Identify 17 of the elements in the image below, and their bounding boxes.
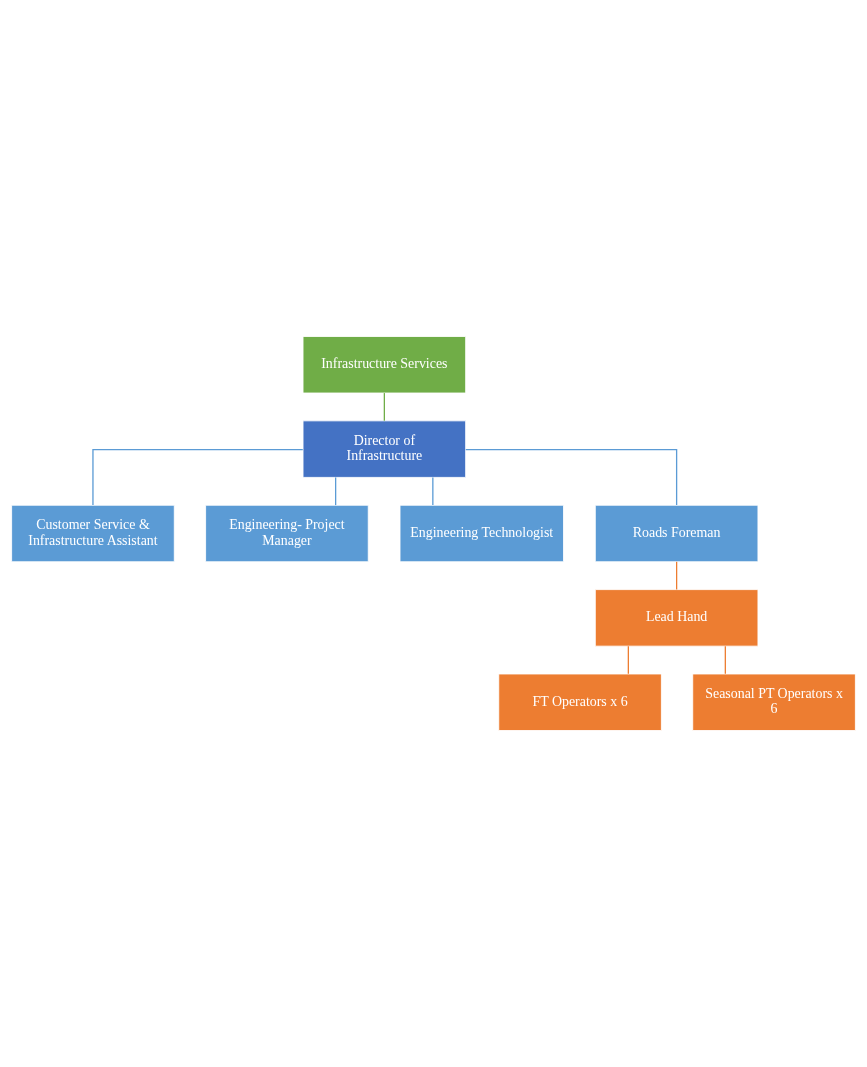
connector	[675, 561, 678, 591]
node-box: Director of Infrastructure	[302, 420, 467, 478]
node-box: Roads Foreman	[594, 504, 759, 563]
node-box: Seasonal PT Operators x 6	[692, 673, 856, 731]
node-box: Lead Hand	[594, 589, 759, 647]
connector	[724, 645, 726, 675]
node-box: Engineering Technologist	[399, 504, 564, 563]
node-box: FT Operators x 6	[498, 673, 662, 731]
connector	[627, 645, 629, 675]
connector	[335, 476, 337, 506]
connector	[92, 448, 304, 506]
node-box: Customer Service & Infrastructure Assistant	[11, 504, 175, 563]
node-box: Infrastructure Services	[302, 336, 467, 394]
connector	[465, 448, 678, 506]
connector	[383, 392, 385, 422]
connector	[432, 476, 434, 506]
node-box: Engineering- Project Manager	[205, 504, 369, 563]
